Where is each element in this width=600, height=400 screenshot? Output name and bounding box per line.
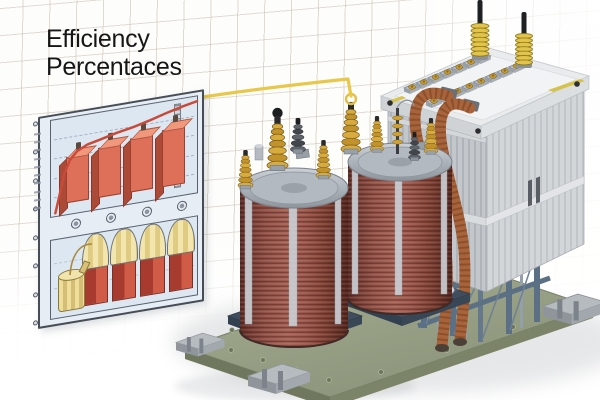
poster-title: Efficiency Percentaces [46, 25, 182, 81]
sensor-pole [392, 99, 415, 154]
efficiency-chart-panel [34, 95, 198, 218]
black-cap-ball [272, 107, 283, 119]
canister-wire [51, 216, 197, 318]
tank-vent [536, 176, 540, 204]
cell-bank-panel [50, 215, 198, 320]
bushing-gold [369, 115, 385, 153]
lid-bolt [574, 81, 580, 87]
lid-gasket-yellow [388, 96, 406, 103]
sill-marker [177, 200, 188, 212]
sill-marker [141, 205, 152, 218]
lid-bolt [475, 128, 481, 134]
title-line-2: Percentaces [46, 52, 182, 81]
sill-marker [70, 217, 81, 230]
tank-band-right [485, 175, 585, 227]
tank-vent [528, 179, 532, 207]
efficiency-poster [33, 89, 204, 329]
winding-cylinder-right [334, 92, 472, 326]
y-axis-tick-marks [34, 132, 41, 211]
efficiency-curve [51, 96, 197, 216]
efficiency-curve-line [55, 101, 197, 213]
bushing-gold [237, 149, 254, 190]
hv-rod-spring-left [470, 0, 490, 60]
signal-wire [201, 77, 353, 99]
title-line-1: Efficiency [46, 25, 150, 53]
lid-bolt [387, 100, 393, 106]
bushing-tall-gold [340, 101, 362, 155]
sill-marker [106, 211, 117, 224]
bushing-gold [315, 139, 332, 180]
winding-cylinder-left [226, 107, 364, 348]
bushing-dark [290, 117, 306, 154]
bushing-tall-gold [266, 115, 289, 171]
hv-rod-spring-right [515, 12, 533, 68]
